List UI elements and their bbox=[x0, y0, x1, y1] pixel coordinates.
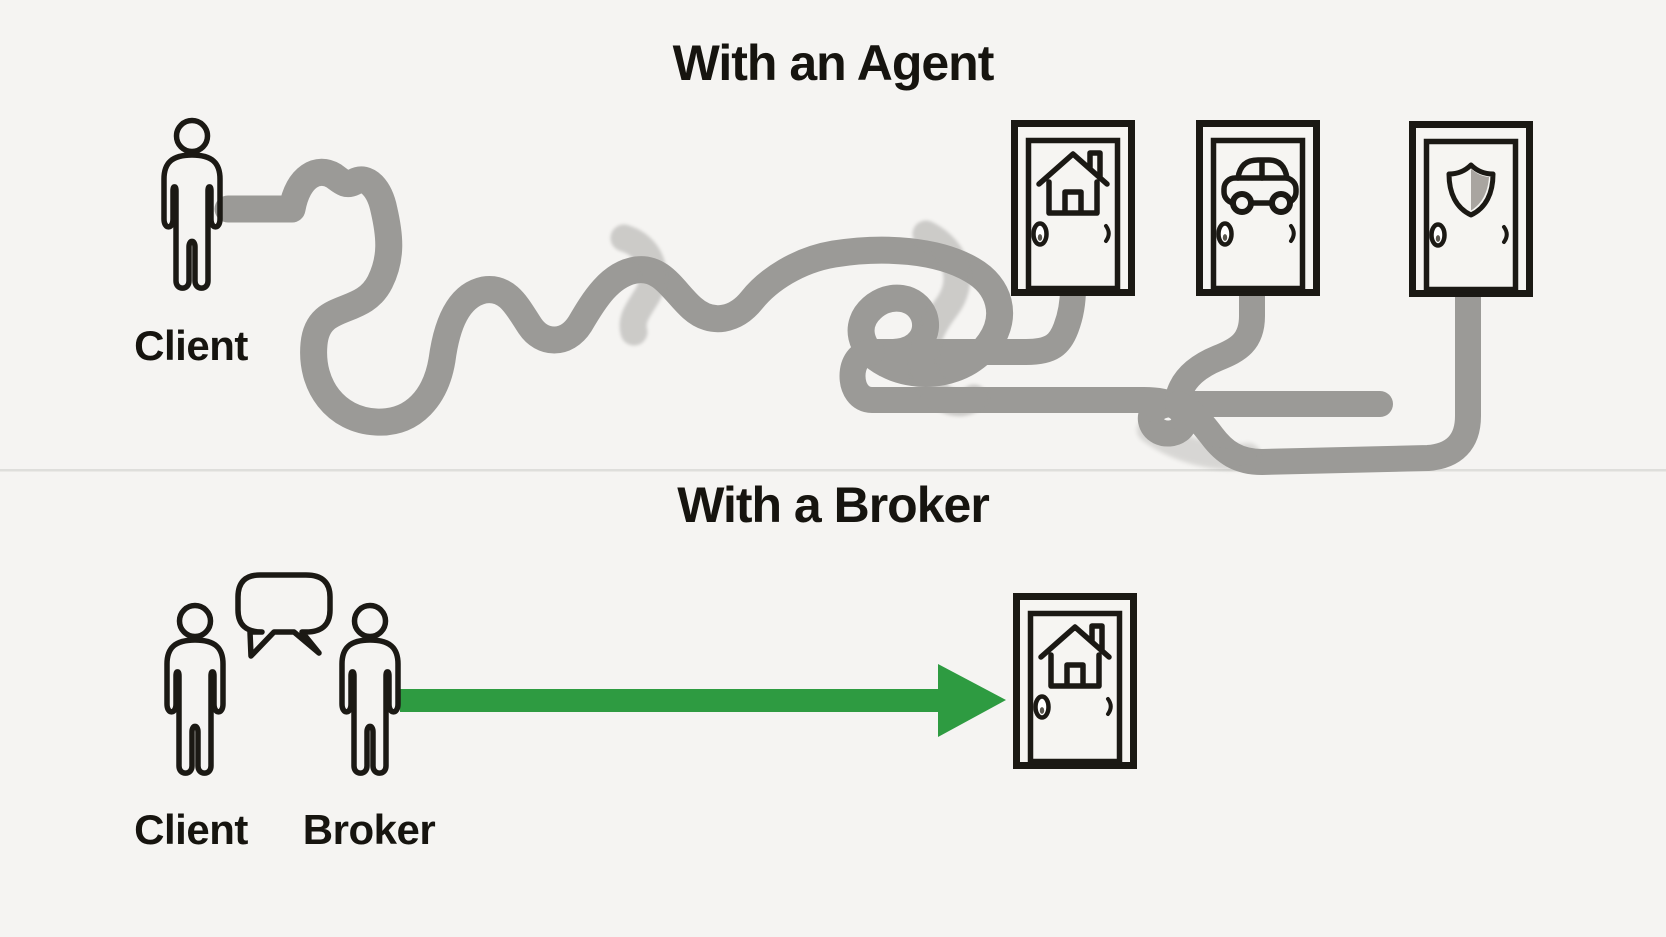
agent-client-figure bbox=[164, 121, 220, 289]
agent-tangled-path bbox=[214, 158, 1481, 475]
door-house-bottom bbox=[1017, 597, 1134, 766]
tangle-stem-door3 bbox=[1165, 275, 1481, 475]
tangle-faded-s-curve bbox=[910, 220, 988, 417]
tangle-main-squiggle bbox=[214, 158, 1014, 436]
direct-arrow bbox=[400, 664, 1006, 737]
tangle-stem-door2 bbox=[1165, 275, 1265, 411]
tangle-faded-hook bbox=[1137, 417, 1261, 470]
arrow-head bbox=[938, 664, 1006, 737]
broker-figure bbox=[342, 606, 398, 774]
door-house-top bbox=[1015, 124, 1132, 293]
agent-section-title: With an Agent bbox=[672, 35, 995, 91]
speech-bubble-icon bbox=[235, 572, 333, 659]
broker-label: Broker bbox=[302, 806, 436, 853]
door-car-top bbox=[1200, 124, 1317, 293]
broker-section-client-figure bbox=[167, 606, 223, 774]
broker-section-title: With a Broker bbox=[677, 477, 990, 533]
broker-section-client-label: Client bbox=[134, 806, 248, 853]
arrow-shaft bbox=[400, 689, 952, 712]
section-divider bbox=[0, 469, 1666, 472]
door-shield-top bbox=[1413, 125, 1530, 294]
agent-client-label: Client bbox=[134, 322, 248, 369]
tangle-faded-blob bbox=[610, 224, 667, 346]
tangle-run-door1 bbox=[857, 275, 1086, 365]
